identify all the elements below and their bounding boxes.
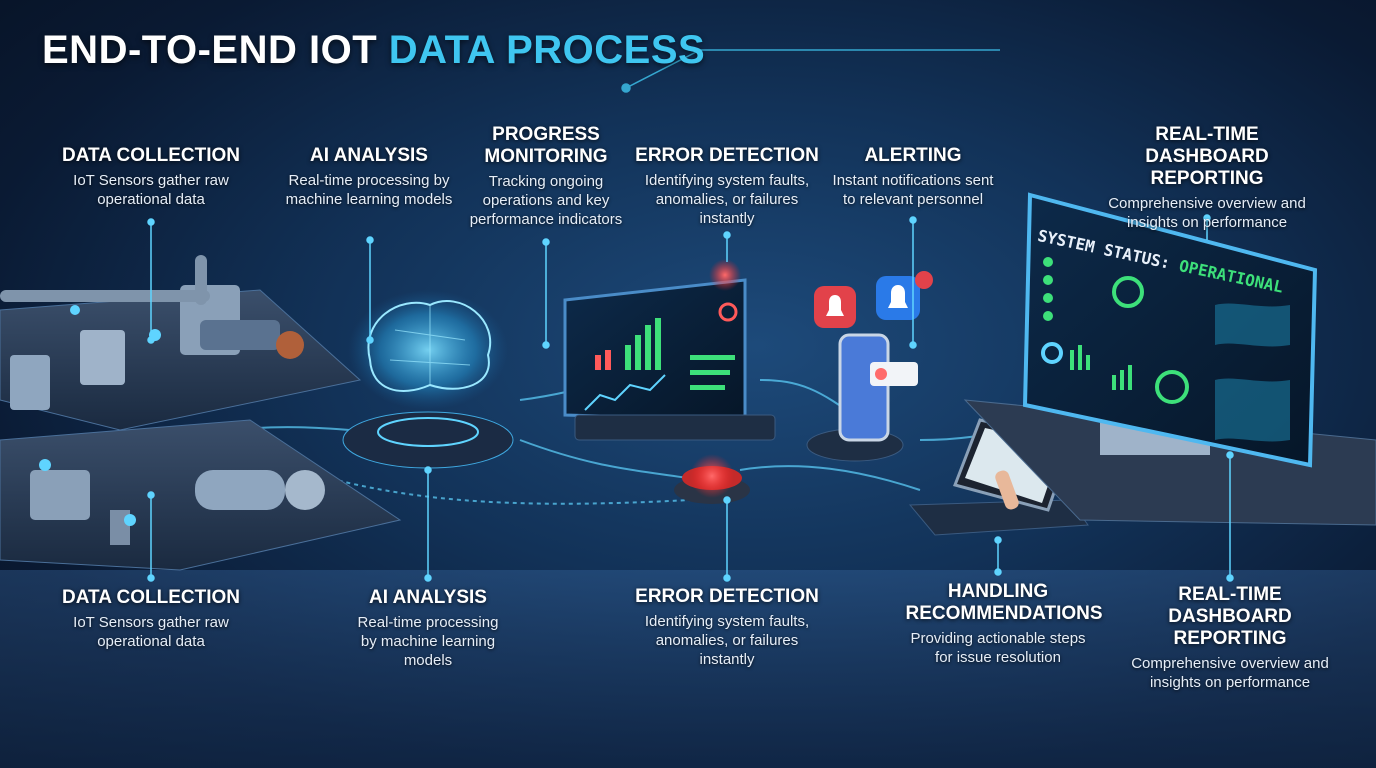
step-title: AI ANALYSIS	[369, 587, 487, 608]
factory-platform-icon	[0, 255, 402, 571]
step-description: IoT Sensors gather raw operational data	[73, 614, 229, 650]
top-step-progress-monitoring: PROGRESS MONITORING Tracking ongoing ope…	[461, 124, 631, 229]
step-description: Tracking ongoing operations and key perf…	[469, 173, 623, 228]
step-title: REAL-TIME DASHBOARD REPORTING	[1145, 124, 1269, 189]
monitoring-screen-icon	[563, 259, 776, 441]
bottom-step-error-detection: ERROR DETECTION Identifying system fault…	[632, 586, 822, 669]
step-title: ERROR DETECTION	[635, 145, 819, 166]
bottom-step-ai-analysis: AI ANALYSIS Real-time processing by mach…	[338, 587, 518, 670]
step-title: DATA COLLECTION	[61, 145, 240, 166]
step-description: Providing actionable steps for issue res…	[910, 630, 1086, 666]
title-accent: DATA PROCESS	[388, 28, 706, 72]
step-description: Comprehensive overview and insights on p…	[1108, 195, 1306, 231]
top-step-error-detection: ERROR DETECTION Identifying system fault…	[632, 145, 822, 228]
step-title: HANDLING RECOMMENDATIONS	[905, 581, 1103, 624]
bottom-step-handling-recommendations: HANDLING RECOMMENDATIONS Providing actio…	[898, 581, 1103, 667]
ai-brain-icon	[342, 290, 514, 469]
bottom-step-dashboard-reporting: REAL-TIME DASHBOARD REPORTING Comprehens…	[1115, 584, 1345, 692]
page-title: END-TO-END IOT DATA PROCESS	[42, 28, 705, 73]
step-description: Identifying system faults, anomalies, or…	[644, 172, 810, 227]
alert-phone-icon	[806, 271, 933, 462]
step-description: Real-time processing by machine learning…	[357, 614, 499, 669]
step-description: Identifying system faults, anomalies, or…	[644, 613, 810, 668]
top-step-alerting: ALERTING Instant notifications sent to r…	[818, 145, 1008, 209]
step-title: DATA COLLECTION	[61, 587, 240, 608]
dashboard-monitor-icon	[963, 192, 1376, 526]
step-title: ERROR DETECTION	[635, 586, 819, 607]
step-description: IoT Sensors gather raw operational data	[73, 172, 229, 208]
error-alarm-icon	[674, 454, 750, 504]
step-title: AI ANALYSIS	[310, 145, 428, 166]
top-step-data-collection: DATA COLLECTION IoT Sensors gather raw o…	[46, 145, 256, 209]
title-decor	[621, 49, 1000, 93]
step-description: Real-time processing by machine learning…	[285, 172, 453, 208]
bottom-step-data-collection: DATA COLLECTION IoT Sensors gather raw o…	[46, 587, 256, 651]
top-step-ai-analysis: AI ANALYSIS Real-time processing by mach…	[269, 145, 469, 209]
title-main: END-TO-END IOT	[42, 28, 378, 72]
step-title: PROGRESS MONITORING	[484, 124, 608, 167]
step-description: Instant notifications sent to relevant p…	[832, 172, 994, 208]
pointer-lines	[147, 214, 1234, 582]
step-description: Comprehensive overview and insights on p…	[1131, 655, 1329, 691]
step-title: ALERTING	[864, 145, 962, 166]
floor-band	[0, 570, 1376, 768]
step-title: REAL-TIME DASHBOARD REPORTING	[1168, 584, 1292, 649]
top-step-dashboard-reporting: REAL-TIME DASHBOARD REPORTING Comprehens…	[1092, 124, 1322, 232]
